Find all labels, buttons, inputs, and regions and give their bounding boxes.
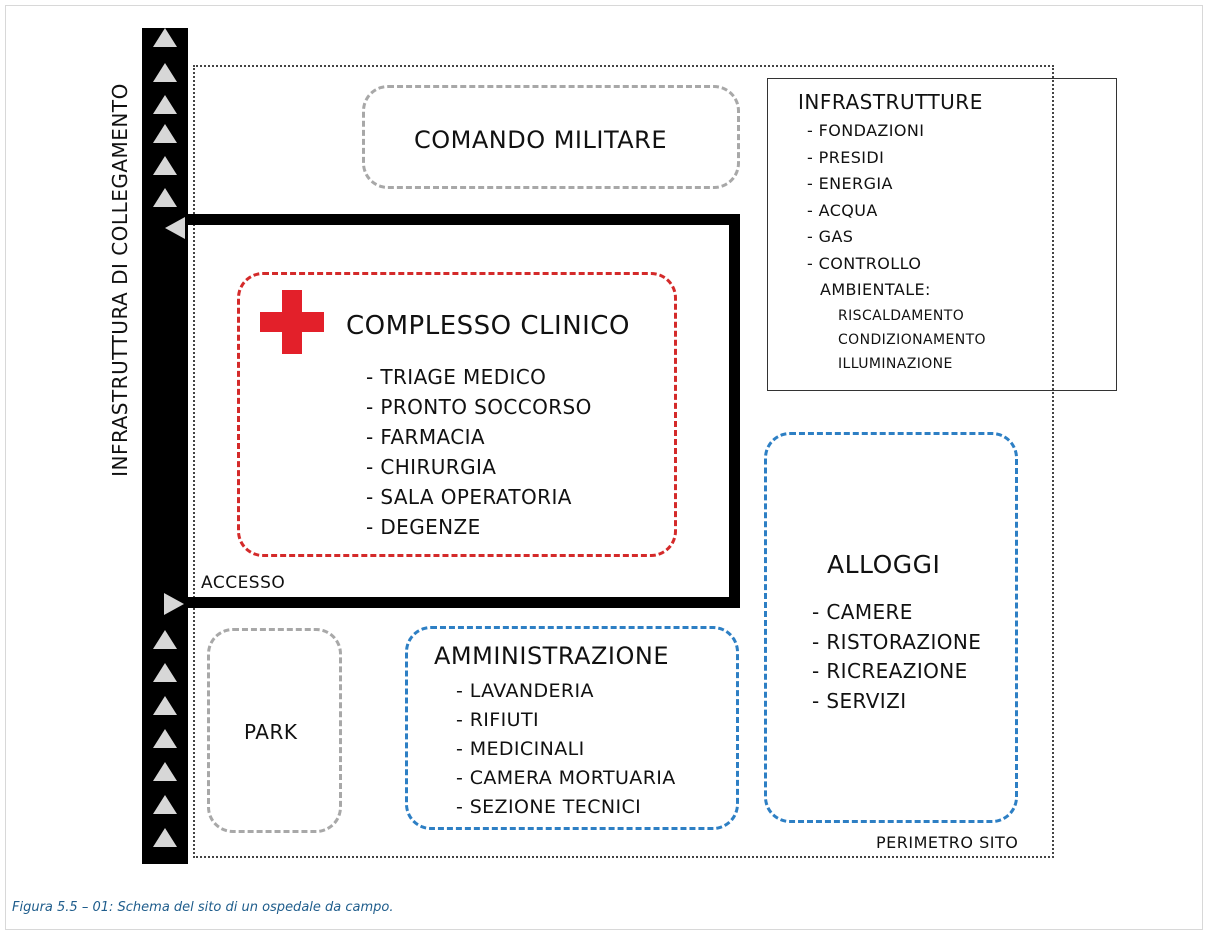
infrastructure-list: - FONDAZIONI - PRESIDI - ENERGIA - ACQUA… — [807, 118, 931, 304]
red-cross-icon — [260, 290, 324, 354]
figure-caption: Figura 5.5 – 01: Schema del sito di un o… — [12, 900, 394, 915]
list-item: - CHIRURGIA — [366, 455, 497, 479]
list-item: - TRIAGE MEDICO — [366, 365, 547, 389]
road-arrow-icon — [153, 729, 177, 748]
clinic-zone — [237, 272, 677, 557]
figure-frame — [5, 5, 1203, 930]
road-arrow-icon — [153, 828, 177, 847]
road-arrow-icon — [164, 593, 184, 615]
road-arrow-icon — [153, 124, 177, 143]
list-item: RISCALDAMENTO — [838, 308, 965, 324]
road-arrow-icon — [153, 63, 177, 82]
command-zone — [362, 85, 740, 189]
road-arrow-icon — [165, 217, 185, 239]
list-item: - SEZIONE TECNICI — [456, 796, 642, 818]
list-item: - RISTORAZIONE — [812, 629, 982, 654]
list-item: - FONDAZIONI — [807, 121, 925, 140]
road-arrow-icon — [153, 95, 177, 114]
park-zone — [207, 628, 342, 833]
list-item: - ENERGIA — [807, 174, 893, 193]
lodging-list: - CAMERE - RISTORAZIONE - RICREAZIONE - … — [812, 598, 981, 716]
road-arrow-icon — [153, 663, 177, 682]
clinic-access-loop — [186, 214, 740, 608]
list-item: - PRONTO SOCCORSO — [366, 395, 592, 419]
list-item: - DEGENZE — [366, 515, 481, 539]
access-label: ACCESSO — [201, 573, 286, 593]
list-item: - SERVIZI — [812, 688, 907, 713]
administration-title: AMMINISTRAZIONE — [434, 642, 669, 670]
road-arrow-icon — [153, 630, 177, 649]
road-arrow-icon — [153, 762, 177, 781]
administration-list: - LAVANDERIA - RIFIUTI - MEDICINALI - CA… — [456, 677, 676, 822]
road-arrow-icon — [153, 795, 177, 814]
road-arrow-icon — [153, 156, 177, 175]
list-item: - ACQUA — [807, 200, 878, 220]
road-arrow-icon — [153, 28, 177, 47]
road-label: INFRASTRUTTURA DI COLLEGAMENTO — [108, 83, 132, 477]
list-item: - FARMACIA — [366, 425, 485, 449]
infrastructure-sublist: RISCALDAMENTO CONDIZIONAMENTO ILLUMINAZI… — [838, 304, 986, 376]
clinic-title: COMPLESSO CLINICO — [346, 311, 630, 341]
command-title: COMANDO MILITARE — [414, 126, 668, 154]
list-item: - CONTROLLO — [807, 253, 922, 273]
list-item: - PRESIDI — [807, 147, 885, 167]
park-label: PARK — [244, 720, 298, 744]
list-item: - RICREAZIONE — [812, 659, 968, 683]
administration-zone — [405, 626, 739, 830]
list-item: ILLUMINAZIONE — [838, 356, 953, 372]
list-item: - RIFIUTI — [456, 709, 539, 731]
perimeter-label: PERIMETRO SITO — [876, 833, 1019, 852]
list-item: AMBIENTALE: — [820, 280, 931, 299]
site-perimeter — [193, 65, 1054, 858]
lodging-zone — [764, 432, 1018, 823]
list-item: - LAVANDERIA — [456, 680, 594, 702]
clinic-list: - TRIAGE MEDICO - PRONTO SOCCORSO - FARM… — [366, 362, 592, 542]
road-arrow-icon — [153, 696, 177, 715]
list-item: - MEDICINALI — [456, 738, 585, 760]
list-item: - GAS — [807, 227, 854, 246]
list-item: CONDIZIONAMENTO — [838, 332, 986, 348]
list-item: - CAMERA MORTUARIA — [456, 767, 676, 789]
infrastructure-box — [767, 78, 1117, 391]
list-item: - CAMERE — [812, 600, 913, 624]
road-arrow-icon — [153, 188, 177, 207]
lodging-title: ALLOGGI — [827, 550, 941, 579]
list-item: - SALA OPERATORIA — [366, 485, 572, 509]
infrastructure-title: INFRASTRUTTURE — [798, 90, 983, 114]
